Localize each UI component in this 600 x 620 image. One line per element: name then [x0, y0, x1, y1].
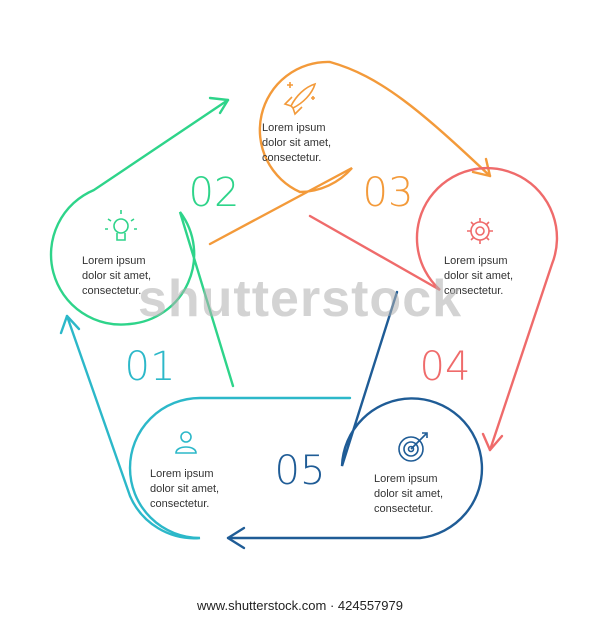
- step-5-loop: [226, 290, 484, 540]
- step-2-loop: [49, 98, 235, 388]
- step-2: 02 Lorem ipsum dolor sit amet, consectet…: [49, 96, 240, 388]
- step-1-text-line-1: Lorem ipsum: [150, 468, 214, 480]
- step-4-text-line-1: Lorem ipsum: [444, 255, 508, 267]
- step-4-text-line-3: consectetur.: [444, 285, 503, 297]
- step-2-number: 02: [189, 170, 240, 216]
- step-4-loop: [308, 166, 559, 452]
- step-2-arrowhead: [208, 96, 230, 115]
- step-5-text-line-2: dolor sit amet,: [374, 488, 443, 500]
- lightbulb-icon: [105, 210, 137, 241]
- step-3-text-line-3: consectetur.: [262, 152, 321, 164]
- step-5: 05 Lorem ipsum dolor sit amet, consectet…: [226, 290, 484, 550]
- step-4: 04 Lorem ipsum dolor sit amet, consectet…: [308, 166, 559, 452]
- step-1-loop: [65, 314, 352, 540]
- step-2-text-line-3: consectetur.: [82, 285, 141, 297]
- user-icon: [175, 431, 197, 454]
- step-3-text-line-1: Lorem ipsum: [262, 122, 326, 134]
- step-3: 03 Lorem ipsum dolor sit amet, consectet…: [208, 60, 492, 246]
- step-2-text-line-2: dolor sit amet,: [82, 270, 151, 282]
- step-2-text-line-1: Lorem ipsum: [82, 255, 146, 267]
- footer-credit: www.shutterstock.com · 424557979: [197, 598, 403, 613]
- step-4-arrowhead: [481, 432, 504, 452]
- watermark: shutterstock: [138, 270, 462, 328]
- step-1-arrowhead: [59, 314, 81, 335]
- step-3-arrowhead: [471, 157, 492, 178]
- rocket-icon: [283, 82, 317, 116]
- step-1-text-line-3: consectetur.: [150, 498, 209, 510]
- step-5-text-line-1: Lorem ipsum: [374, 473, 438, 485]
- step-5-arrowhead: [226, 526, 246, 550]
- step-1-number: 01: [125, 344, 176, 390]
- step-3-text-line-2: dolor sit amet,: [262, 137, 331, 149]
- gear-icon: [467, 218, 493, 244]
- step-3-loop: [208, 60, 492, 246]
- step-5-text-line-3: consectetur.: [374, 503, 433, 515]
- step-4-number: 04: [420, 344, 471, 390]
- target-icon: [398, 432, 428, 462]
- step-5-number: 05: [275, 448, 326, 494]
- step-1: 01 Lorem ipsum dolor sit amet, consectet…: [59, 314, 352, 540]
- step-3-number: 03: [363, 170, 414, 216]
- step-1-text-line-2: dolor sit amet,: [150, 483, 219, 495]
- step-4-text-line-2: dolor sit amet,: [444, 270, 513, 282]
